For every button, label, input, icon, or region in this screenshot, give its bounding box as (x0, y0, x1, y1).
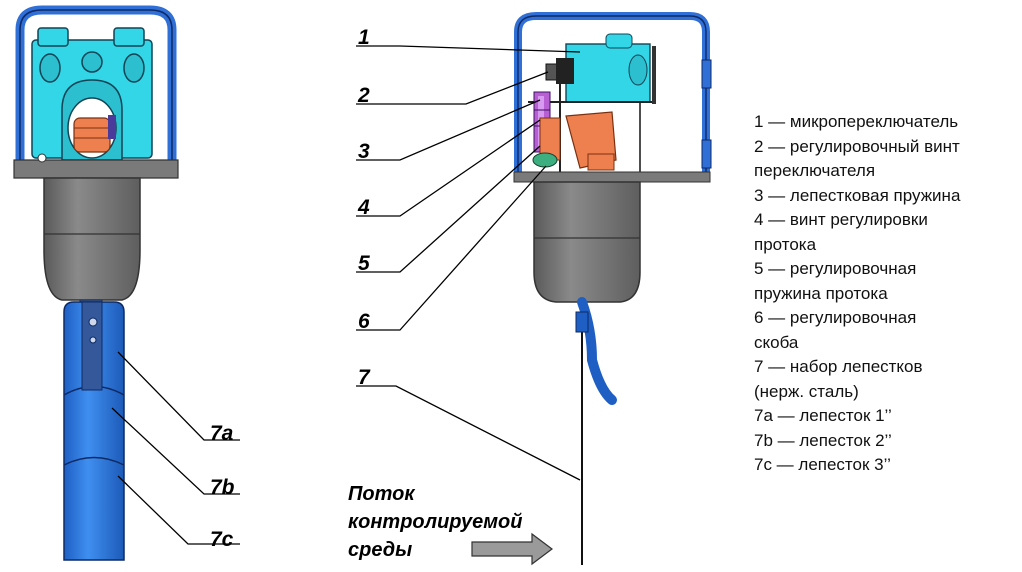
flow-spring (539, 111, 617, 171)
front-view-device: 7a 7b 7c (13, 5, 240, 561)
callout-7c: 7c (210, 528, 234, 551)
callout-1: 1 (358, 26, 370, 49)
legend-line: 2 — регулировочный винт (754, 136, 960, 156)
legend-line: скоба (754, 332, 799, 352)
flow-label-line-1: Поток (348, 483, 415, 505)
callout-3: 3 (358, 140, 370, 163)
legend-line: 5 — регулировочная (754, 259, 917, 278)
legend-line: 7c — лепесток 3’’ (754, 455, 891, 474)
flow-label: Поток контролируемой среды (348, 483, 522, 561)
microswitch-front (31, 27, 153, 161)
legend-line: 3 — лепестковая пружина (754, 185, 961, 205)
legend-line: протока (754, 234, 817, 254)
legend-line: пружина протока (754, 283, 888, 303)
flow-label-line-3: среды (348, 539, 412, 561)
legend-line: (нерж. сталь) (754, 381, 859, 401)
callout-7a: 7a (210, 422, 234, 445)
microswitch-section (565, 33, 656, 104)
legend: 1 — микропереключатель 2 — регулировочны… (754, 110, 1020, 478)
section-view-device (513, 12, 712, 565)
callout-7: 7 (358, 366, 371, 389)
legend-line: 7a — лепесток 1’’ (754, 406, 892, 425)
legend-line: 6 — регулировочная (754, 308, 917, 327)
leader-lines (356, 45, 581, 481)
legend-line: 7b — лепесток 2’’ (754, 430, 892, 450)
callout-6: 6 (358, 310, 370, 333)
flow-label-line-2: контролируемой (348, 511, 522, 533)
callout-7b: 7b (210, 476, 235, 499)
flow-arrow-icon (471, 532, 553, 566)
callout-4: 4 (357, 196, 370, 219)
callout-2: 2 (357, 84, 370, 107)
legend-line: 4 — винт регулировки (754, 210, 928, 229)
callout-5: 5 (358, 252, 370, 275)
legend-line: 1 — микропереключатель (754, 112, 959, 131)
legend-line: переключателя (754, 161, 876, 180)
housing-body (43, 177, 141, 301)
legend-line: 7 — набор лепестков (754, 357, 923, 376)
petal-set (63, 301, 125, 561)
